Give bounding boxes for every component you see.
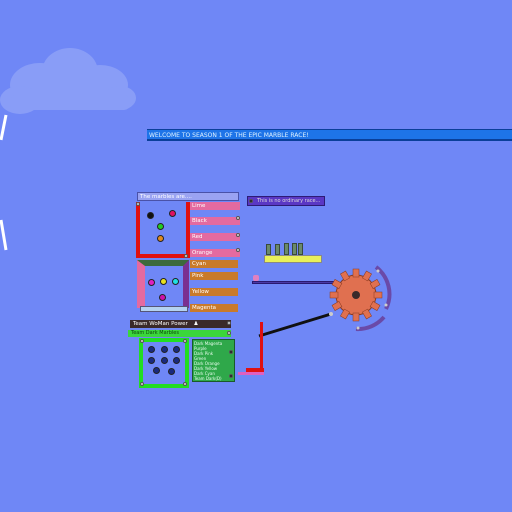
team-member: Dark Magenta — [194, 341, 223, 346]
label-magenta: Magenta — [190, 304, 238, 312]
gear-wheel — [329, 265, 392, 332]
label-cyan: Cyan — [190, 260, 238, 268]
red-marble-container — [136, 202, 190, 258]
team-subtitle-bar: Team Dark Marbles — [128, 330, 231, 337]
marbles-header: The marbles are.... — [137, 192, 239, 201]
marble-dark — [173, 357, 180, 364]
intro-tooltip: This is no ordinary race... — [247, 196, 325, 206]
label-black: Black — [190, 217, 240, 225]
pillar — [298, 243, 303, 255]
red-floor — [246, 368, 264, 372]
marble-magenta — [159, 294, 166, 301]
pillar — [266, 244, 271, 255]
marble-cyan — [172, 278, 179, 285]
marble-orange — [157, 235, 164, 242]
marble-pink — [148, 279, 155, 286]
marble-dark — [148, 346, 155, 353]
welcome-banner: WELCOME TO SEASON 1 OF THE EPIC MARBLE R… — [147, 129, 512, 141]
track-edge — [0, 114, 8, 251]
cloud — [0, 48, 136, 114]
marble-dark — [148, 357, 155, 364]
team-list-panel — [192, 339, 235, 382]
pink-strip — [238, 372, 264, 375]
label-red: Red — [190, 233, 240, 241]
team-member: Dark Pink — [194, 351, 214, 356]
label-orange: Orange — [190, 249, 240, 257]
team-member: Dark Cyan — [194, 371, 215, 376]
marble-lime — [157, 223, 164, 230]
label-pink: Pink — [190, 272, 238, 280]
marble-dark — [153, 367, 160, 374]
diagonal-ramp — [258, 312, 333, 338]
marble-yellow — [160, 278, 167, 285]
pillar — [292, 243, 297, 255]
marble-dark — [161, 346, 168, 353]
marble-dark — [173, 346, 180, 353]
label-yellow: Yellow — [190, 288, 238, 296]
team-name-bar: Team WoMan Power ♟ — [130, 320, 231, 328]
marble-dark — [161, 357, 168, 364]
marble-dark — [168, 368, 175, 375]
team-member: Dark Orange — [194, 361, 220, 366]
pillar — [275, 244, 280, 255]
red-post — [260, 322, 263, 372]
team-member: Dark Yellow — [194, 366, 218, 371]
team-member: Team Dark(D) — [194, 376, 222, 381]
person-icon: ♟ — [193, 321, 199, 327]
start-platform — [264, 255, 322, 263]
track-bar — [252, 281, 334, 284]
marble-red — [169, 210, 176, 217]
team-member: Green — [194, 356, 207, 361]
label-lime: Lime — [190, 202, 240, 210]
pillar — [284, 243, 289, 255]
team-member: Purple — [194, 346, 207, 351]
pink-marker — [253, 275, 259, 281]
container-floor — [140, 306, 188, 312]
marble-black — [147, 212, 154, 219]
